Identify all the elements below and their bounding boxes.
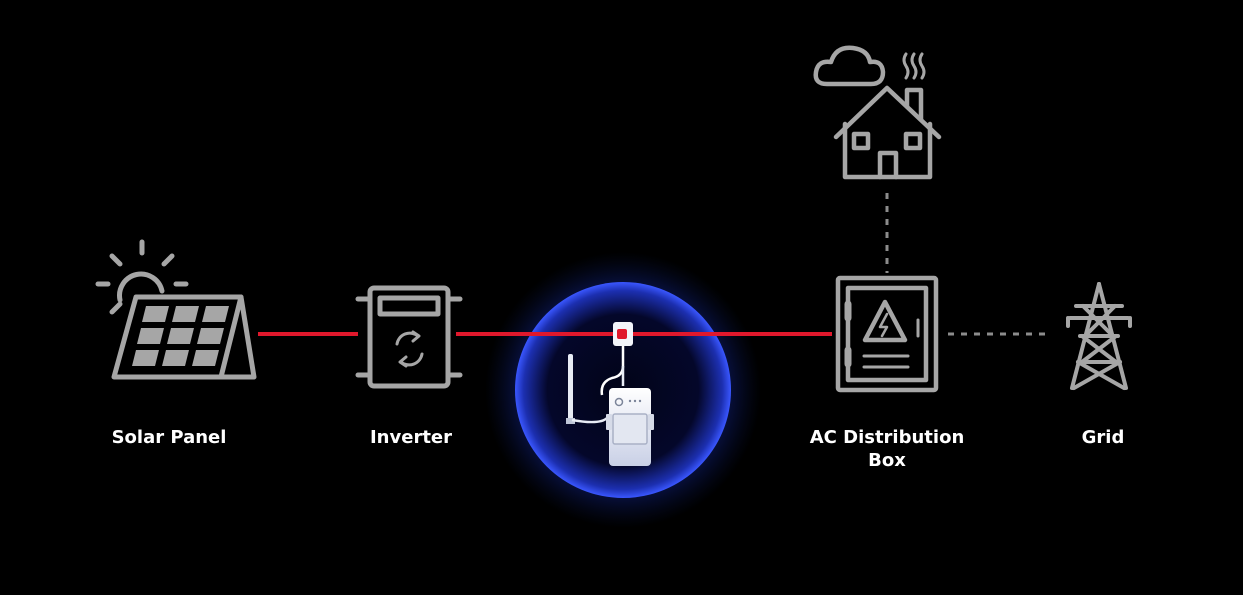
distribution-box-icon (835, 275, 939, 393)
cloud-icon (813, 45, 886, 87)
house-icon (833, 85, 942, 180)
ac-distribution-box-label-line1: AC Distribution (809, 427, 965, 448)
grid-label: Grid (1081, 427, 1125, 448)
sun-icon (95, 239, 189, 315)
transmission-tower-icon (1066, 282, 1132, 390)
ac-distribution-box-label-line2: Box (868, 450, 906, 471)
solar-panel-icon (95, 239, 257, 380)
inverter-label: Inverter (369, 427, 453, 448)
refresh-icon (395, 330, 424, 368)
solar-panel-label: Solar Panel (111, 427, 227, 448)
inverter-icon (355, 285, 463, 389)
steam-icon (902, 52, 926, 80)
smart-energy-meter-icon (566, 322, 654, 466)
ac-distribution-box-label: AC Distribution Box (782, 426, 992, 472)
